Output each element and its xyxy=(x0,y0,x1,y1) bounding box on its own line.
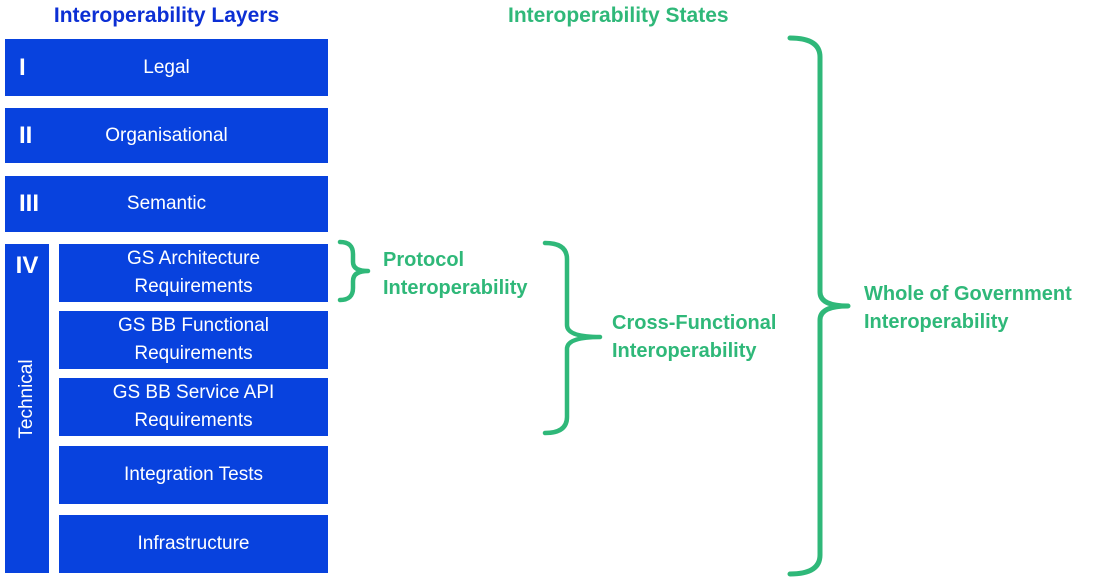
layer-bar-technical: IV Technical xyxy=(5,244,49,573)
layer-label-legal: Legal xyxy=(143,56,190,78)
subbox-label: GS BB Functional Requirements xyxy=(117,315,270,364)
layer-box-legal: I Legal xyxy=(5,39,328,96)
subbox-label: Integration Tests xyxy=(123,464,264,485)
protocol-brace xyxy=(337,239,371,303)
layer-label-organisational: Organisational xyxy=(105,124,228,146)
subbox-label: GS Architecture Requirements xyxy=(126,248,261,297)
layer-box-organisational: II Organisational xyxy=(5,108,328,163)
subbox-label: Infrastructure xyxy=(137,533,250,554)
protocol-interoperability-label: Protocol Interoperability xyxy=(383,249,528,299)
layer-box-semantic: III Semantic xyxy=(5,176,328,232)
layer-numeral-3: III xyxy=(19,190,40,217)
subbox-gs-bb-service-api-requirements: GS BB Service API Requirements xyxy=(59,378,328,436)
layer-numeral-4: IV xyxy=(15,252,39,279)
layer-numeral-1: I xyxy=(19,53,26,81)
subbox-label: GS BB Service API Requirements xyxy=(112,382,275,431)
whole-of-government-interoperability-label: Whole of Government Interoperability xyxy=(864,283,1072,333)
cross-functional-interoperability-label: Cross-Functional Interoperability xyxy=(612,312,777,362)
layers-heading: Interoperability Layers xyxy=(53,4,280,27)
subbox-gs-bb-functional-requirements: GS BB Functional Requirements xyxy=(59,311,328,369)
technical-vertical-label: Technical xyxy=(16,359,37,439)
states-heading: Interoperability States xyxy=(508,4,729,27)
cross-functional-brace xyxy=(542,240,603,436)
subbox-infrastructure: Infrastructure xyxy=(59,515,328,573)
subbox-gs-architecture-requirements: GS Architecture Requirements xyxy=(59,244,328,302)
layer-label-semantic: Semantic xyxy=(126,193,207,214)
subbox-integration-tests: Integration Tests xyxy=(59,446,328,504)
whole-of-government-brace xyxy=(787,35,851,577)
layer-numeral-2: II xyxy=(19,121,33,149)
